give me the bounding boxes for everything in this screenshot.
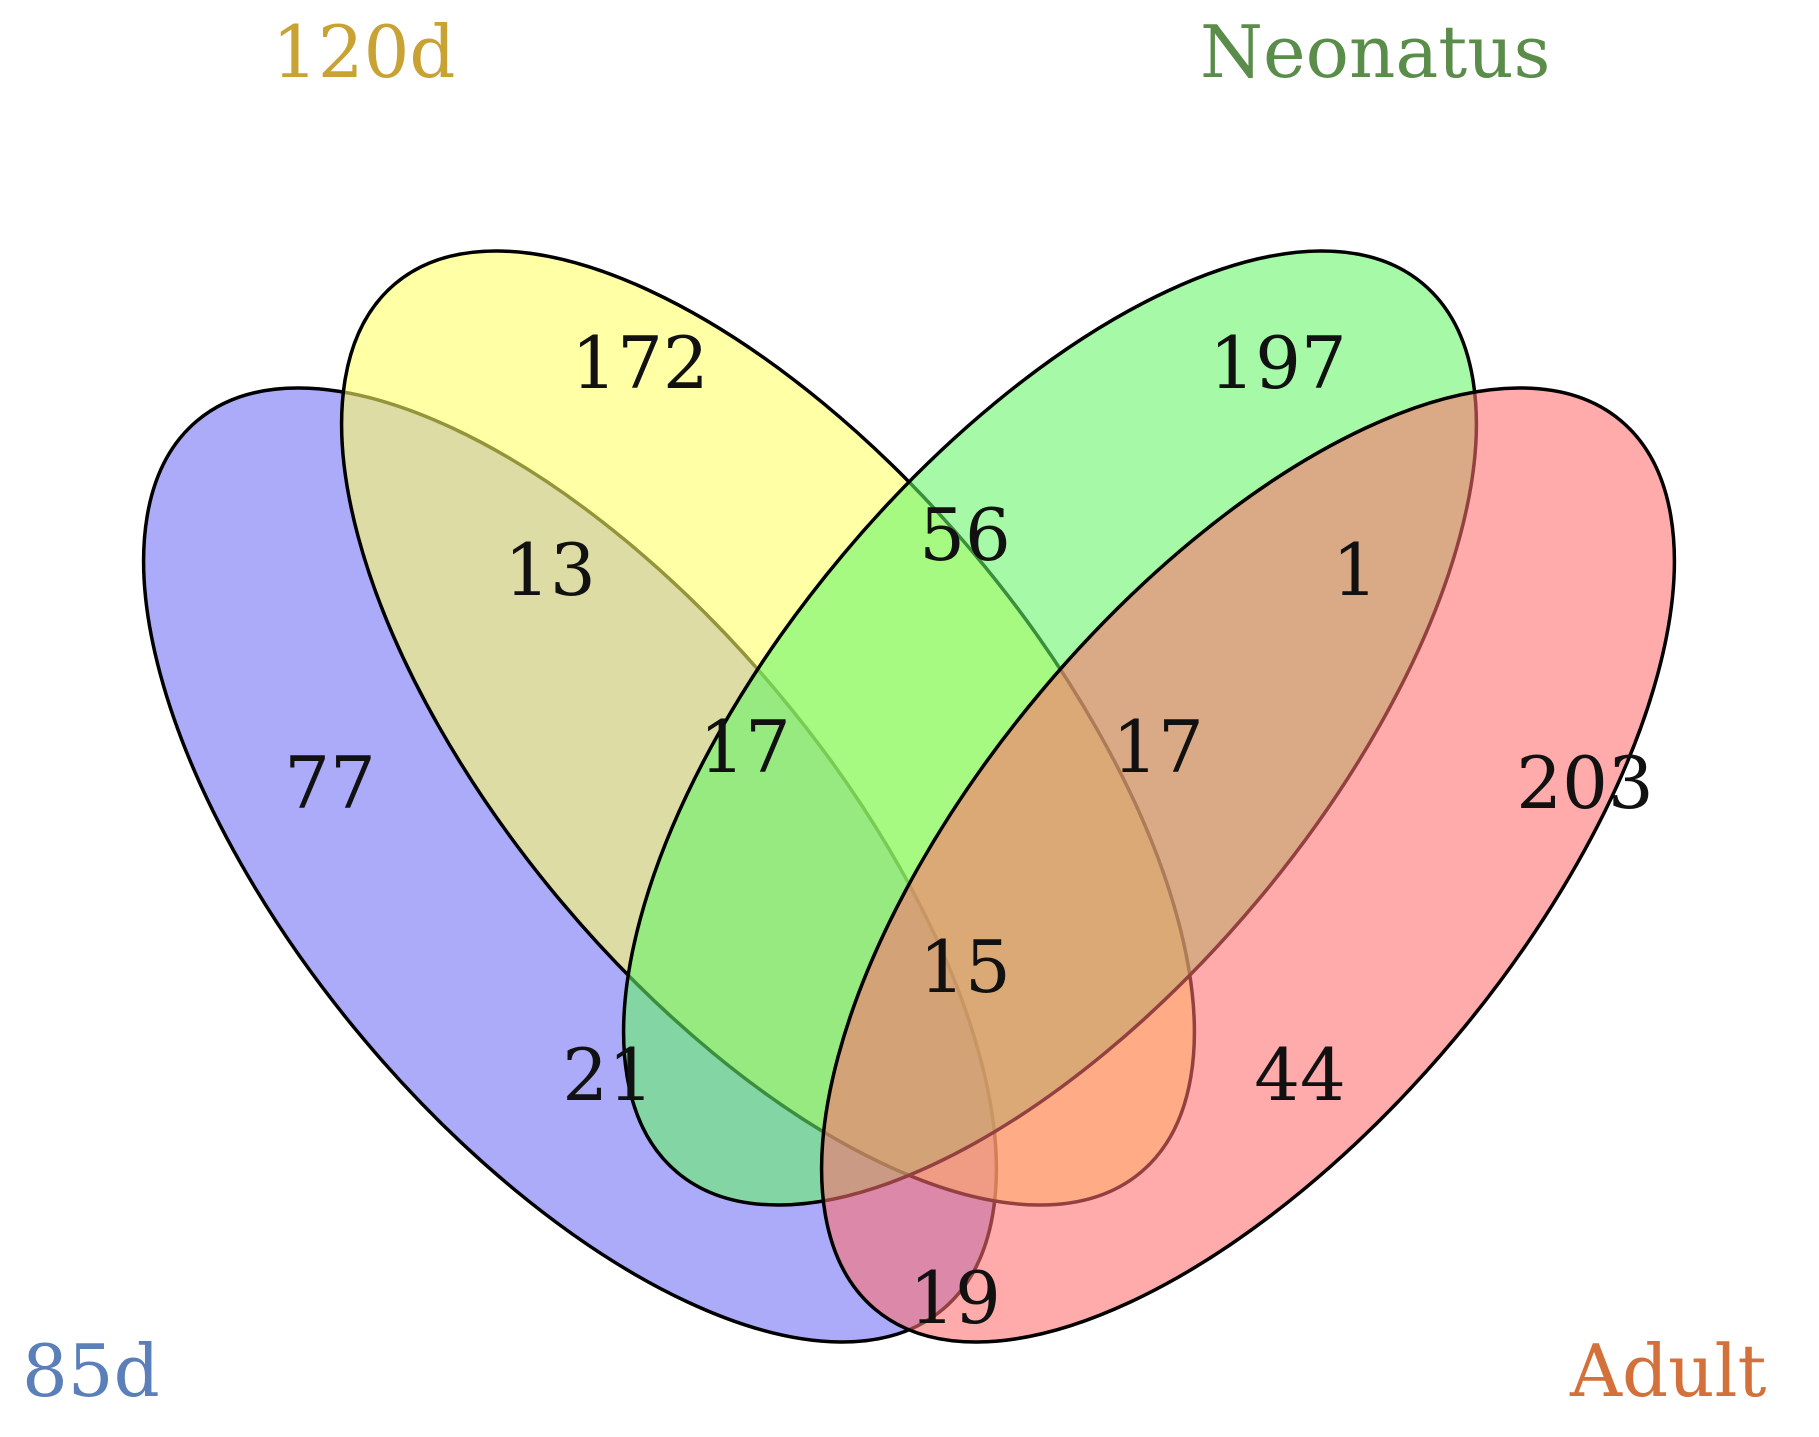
count-adult-only: 203 xyxy=(1516,741,1653,825)
region-counts: 172 197 56 13 1 17 17 77 203 15 21 44 19 xyxy=(284,321,1654,1340)
count-85d-120d: 13 xyxy=(504,528,596,612)
set-ellipses xyxy=(141,249,1677,1344)
count-120d-neonatus-adult: 17 xyxy=(1112,705,1204,789)
count-85d-neonatus: 21 xyxy=(562,1033,654,1117)
count-85d-adult: 19 xyxy=(909,1256,1001,1340)
label-85d: 85d xyxy=(22,1329,160,1413)
count-120d-neonatus: 56 xyxy=(919,493,1011,577)
label-adult: Adult xyxy=(1569,1329,1766,1413)
ellipse-adult xyxy=(819,386,1677,1344)
set-labels: 120d Neonatus 85d Adult xyxy=(22,10,1766,1413)
label-neonatus: Neonatus xyxy=(1200,10,1551,94)
count-all-four: 15 xyxy=(919,925,1011,1009)
count-85d-only: 77 xyxy=(284,741,376,825)
count-neonatus-only: 197 xyxy=(1209,321,1346,405)
count-neonatus-adult: 1 xyxy=(1332,528,1378,612)
label-120d: 120d xyxy=(272,10,456,94)
count-120d-adult: 44 xyxy=(1254,1033,1346,1117)
count-85d-120d-neonatus: 17 xyxy=(699,705,791,789)
count-120d-only: 172 xyxy=(571,321,708,405)
